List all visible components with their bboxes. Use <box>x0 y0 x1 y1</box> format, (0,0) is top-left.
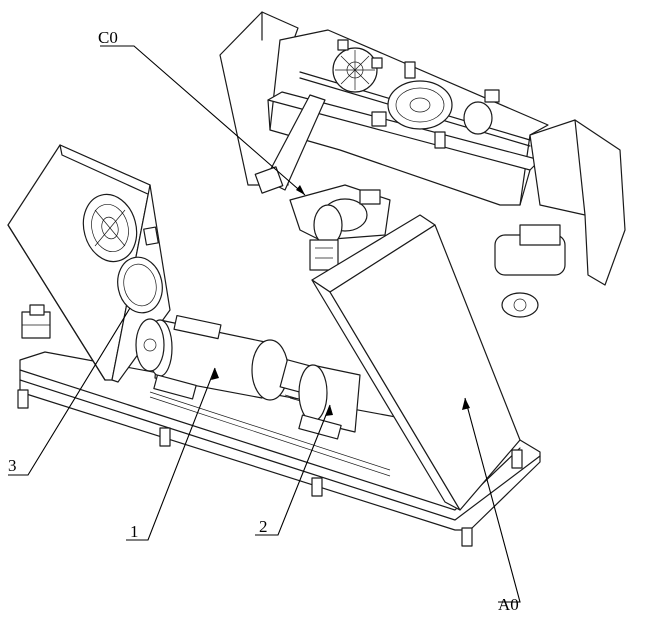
side-motor <box>22 305 50 338</box>
right-roller <box>495 225 565 317</box>
label-3: 3 <box>8 456 17 475</box>
label-a0: A0 <box>498 595 519 614</box>
label-2: 2 <box>259 517 268 536</box>
label-1: 1 <box>130 522 139 541</box>
label-c0: C0 <box>98 28 118 47</box>
